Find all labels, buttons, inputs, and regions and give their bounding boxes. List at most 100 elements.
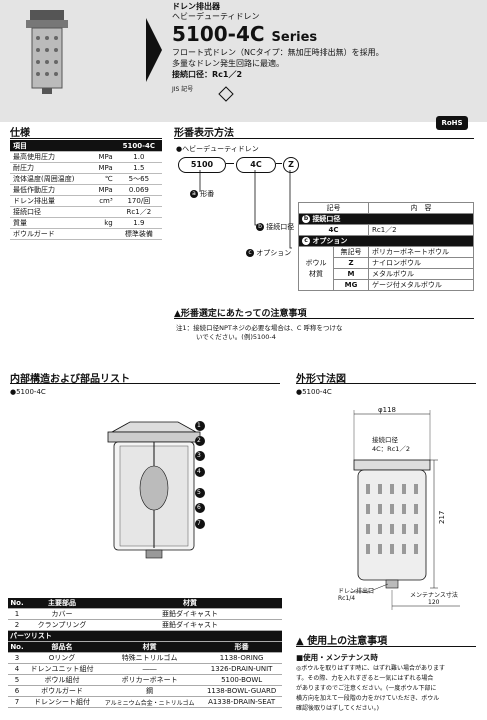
outline-rule — [296, 383, 476, 384]
usage-caution-rule — [296, 646, 476, 647]
option-head-desc: 内 容 — [368, 202, 474, 214]
spec-value: 1.5 — [115, 162, 162, 174]
circle-a-icon: a — [190, 190, 198, 198]
part-no: 1 — [8, 608, 26, 620]
part-code: A1338-DRAIN-SEAT — [201, 696, 282, 708]
spec-value: 1.0 — [115, 151, 162, 163]
internal-drawing — [107, 421, 201, 559]
part-material: 鋼 — [98, 685, 202, 697]
series-label: Series — [271, 30, 318, 45]
spec-label: 耐圧力 — [10, 162, 92, 174]
spec-label: ドレン排出量 — [10, 195, 92, 207]
callout-4: 4 — [197, 468, 201, 475]
parts-head-material: 材質 — [98, 641, 202, 653]
spec-unit — [91, 206, 116, 218]
note-line2: いでください。(例)5100-4 — [196, 333, 276, 341]
spec-unit: MPa — [91, 151, 116, 163]
spec-value: 標準装備 — [115, 228, 162, 240]
option-c-title: c オプション — [298, 235, 474, 247]
dim-height: 217 — [438, 510, 446, 524]
caution-rule — [174, 318, 474, 319]
label-b-text: 接続口径 — [266, 223, 295, 231]
part-name: ドレンシート組付 — [26, 696, 98, 708]
option-code: M — [333, 268, 369, 280]
internal-rule — [10, 383, 280, 384]
callout-6: 6 — [197, 504, 201, 511]
usage-caution: ▲ 使用上の注意事項 — [296, 632, 387, 647]
label-c: c オプション — [246, 248, 291, 258]
outline-title: 外形寸法図 — [296, 374, 346, 385]
option-desc: ナイロンボウル — [368, 257, 474, 269]
spec-unit — [91, 228, 116, 240]
parts-head-name: 部品名 — [26, 641, 98, 653]
part-material: ―― — [98, 663, 202, 675]
option-code: 4C — [298, 224, 369, 236]
option-desc: Rc1／2 — [368, 224, 474, 236]
model-code-title: 形番表示方法 — [174, 128, 234, 139]
header-band — [0, 0, 487, 122]
callout-5: 5 — [197, 489, 201, 496]
drain-value: Rc1/4 — [338, 595, 356, 602]
parts-head2-row: No. 部品名 材質 形番 — [8, 641, 282, 653]
maint-value: 120 — [428, 599, 440, 606]
part-code: 1326-DRAIN-UNIT — [201, 663, 282, 675]
usage-line: す。その際、力を入れすぎると一気にはずれる場合 — [296, 675, 434, 682]
option-c-title-text: オプション — [312, 237, 348, 245]
spec-value: 1.9 — [115, 217, 162, 229]
callout-markers — [195, 421, 205, 529]
dim-width: φ118 — [378, 406, 396, 414]
spec-label: 接続口径 — [10, 206, 92, 218]
circle-b-icon: b — [302, 215, 310, 223]
rohs-badge: RoHS — [436, 116, 468, 130]
usage-text: ◎ボウルを取りはずす時に、はずれ難い場合があります す。その際、力を入れすぎると… — [296, 664, 484, 714]
part-name: Oリング — [26, 652, 98, 664]
option-desc: ポリカーボネートボウル — [368, 246, 474, 258]
spec-value: 170/回 — [115, 195, 162, 207]
model-code-rule — [174, 138, 474, 139]
circle-c-icon: c — [302, 237, 310, 245]
part-name: ボウルガード — [26, 685, 98, 697]
desc-line2: 多量なドレン発生回路に最適。 — [172, 59, 284, 68]
circle-c-icon: c — [246, 249, 254, 257]
part-code: 5100-BOWL — [201, 674, 282, 686]
spec-head-model: 5100-4C — [115, 140, 162, 152]
maint-label: メンテナンス寸法 — [410, 592, 458, 599]
usage-line: 確認後取りはずしてください。) — [296, 705, 379, 712]
model-number: 5100-4C — [172, 22, 265, 46]
code-dash — [276, 163, 282, 164]
option-group-line1: ボウル — [305, 258, 327, 267]
callout-2: 2 — [197, 437, 201, 444]
category-line1: ドレン排出器 — [172, 2, 220, 11]
selection-caution-title: 形番選定にあたっての注意事項 — [180, 309, 307, 319]
option-desc: ゲージ付メタルボウル — [368, 279, 474, 291]
spec-unit: MPa — [91, 184, 116, 196]
option-c-title-row: c オプション — [298, 235, 474, 247]
part-material: ポリカーボネート — [98, 674, 202, 686]
option-b-title: b 接続口径 — [298, 213, 474, 225]
port-label: 接続口径 — [372, 436, 398, 444]
desc-line1: フロート式ドレン（NCタイプ：無加圧時排出無）を採用。 — [172, 48, 384, 57]
part-name: クランプリング — [26, 619, 98, 631]
option-b-title-text: 接続口径 — [312, 215, 341, 223]
part-no: 6 — [8, 685, 26, 697]
spec-label: 流体温度(周囲温度) — [10, 173, 92, 185]
part-material: アルミニウム合金・ニトリルゴム — [98, 696, 202, 708]
usage-sub: ■使用・メンテナンス時 — [296, 653, 378, 662]
table-row: 4C Rc1／2 — [298, 224, 474, 236]
option-code: Z — [333, 257, 369, 269]
desc-line3: 接続口径：Rc1／2 — [172, 70, 243, 79]
warning-icon: ▲ — [296, 636, 304, 647]
parts-head-no: No. — [8, 598, 26, 609]
parts-head-main: 主要部品 — [26, 598, 98, 609]
